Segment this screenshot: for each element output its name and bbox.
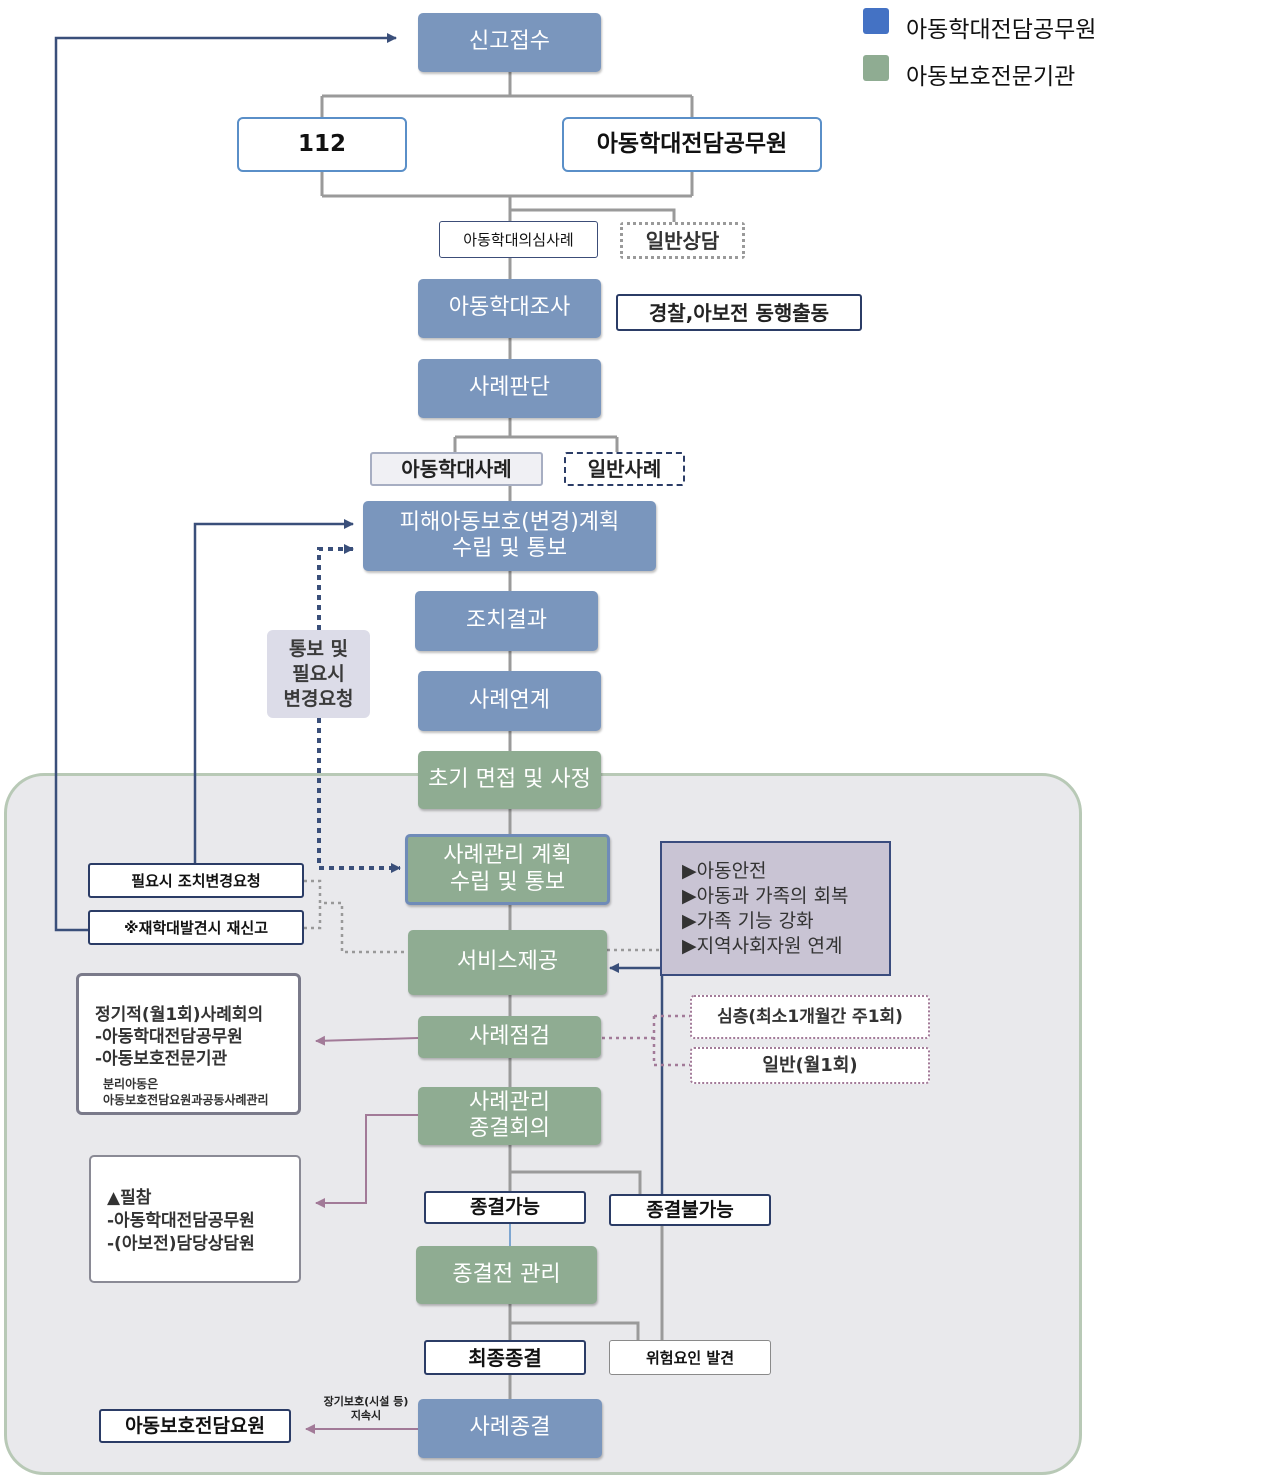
closable-node: 종결가능	[424, 1191, 586, 1224]
legend-label-agency: 아동보호전문기관	[906, 64, 1076, 90]
abuse-case-node: 아동학대사례	[370, 452, 543, 486]
general-counsel-node: 일반상담	[620, 222, 745, 259]
case-check-node: 사례점검	[418, 1016, 601, 1058]
notify-request-note: 통보 및 필요시 변경요청	[267, 630, 370, 718]
case-close-node: 사례종결	[418, 1399, 602, 1458]
officer-node: 아동학대전담공무원	[562, 117, 822, 172]
meeting-arrows	[305, 1035, 419, 1434]
long-term-note-line2: 지속시	[350, 1409, 382, 1422]
notify-request-arrow	[317, 544, 401, 873]
regular-meeting-panel: 정기적(월1회)사례회의 -아동학대전담공무원 -아동보호전문기관 분리아동은 …	[76, 973, 301, 1115]
node-112: 112	[237, 117, 407, 172]
action-change-request-note: 필요시 조치변경요청	[88, 863, 304, 898]
pre-close-mgmt-node: 종결전 관리	[416, 1246, 597, 1304]
regular-meeting-agency: -아동보호전문기관	[95, 1049, 228, 1069]
check-dotted-links	[602, 1014, 690, 1067]
case-judgment-node: 사례판단	[418, 359, 601, 418]
closing-meeting-line1: 사례관리	[469, 1089, 550, 1115]
regular-meeting-title: 정기적(월1회)사례회의	[95, 1005, 264, 1025]
protection-officer-node: 아동보호전담요원	[99, 1409, 291, 1443]
goal-family-recovery: ▶아동과 가족의 회복	[682, 885, 849, 907]
protection-plan-line2: 수립 및 통보	[451, 536, 568, 561]
general-monthly-node: 일반(월1회)	[690, 1047, 930, 1084]
legend-swatch-agency	[863, 55, 889, 81]
closing-meeting-node: 사례관리 종결회의	[418, 1087, 601, 1145]
investigation-node: 아동학대조사	[418, 279, 601, 338]
notify-request-line2: 필요시	[292, 662, 345, 685]
initial-interview-node: 초기 면접 및 사정	[418, 751, 601, 809]
goal-community-resources: ▶지역사회자원 연계	[682, 935, 843, 957]
goals-panel: ▶아동안전 ▶아동과 가족의 회복 ▶가족 기능 강화 ▶지역사회자원 연계	[660, 841, 891, 976]
legend-label-officer: 아동학대전담공무원	[906, 17, 1097, 43]
case-mgmt-plan-line2: 수립 및 통보	[449, 869, 566, 895]
service-node: 서비스제공	[408, 930, 607, 995]
final-close-node: 최종종결	[424, 1340, 586, 1375]
spine-lines	[320, 72, 694, 1399]
intensive-check-node: 심층(최소1개월간 주1회)	[690, 995, 930, 1039]
notify-request-line3: 변경요청	[283, 687, 354, 710]
notify-request-line1: 통보 및	[288, 637, 349, 660]
case-mgmt-plan-node: 사례관리 계획 수립 및 통보	[405, 834, 610, 905]
case-link-node: 사례연계	[418, 671, 601, 731]
attendance-title: ▲필참	[107, 1188, 152, 1208]
protection-plan-line1: 피해아동보호(변경)계획	[399, 509, 620, 535]
legend-swatch-officer	[863, 8, 889, 34]
not-closable-node: 종결불가능	[609, 1194, 771, 1226]
case-mgmt-plan-line1: 사례관리 계획	[443, 843, 572, 869]
re-report-note: ※재학대발견시 재신고	[88, 910, 304, 945]
goal-child-safety: ▶아동안전	[682, 860, 767, 882]
protection-plan-node: 피해아동보호(변경)계획 수립 및 통보	[363, 501, 656, 571]
attendance-officer: -아동학대전담공무원	[107, 1211, 255, 1231]
suspected-case-node: 아동학대의심사례	[439, 221, 598, 258]
dotted-links	[304, 879, 660, 954]
regular-meeting-officer: -아동학대전담공무원	[95, 1027, 243, 1047]
joint-dispatch-node: 경찰,아보전 동행출동	[616, 294, 862, 331]
separated-child-line1: 분리아동은	[103, 1077, 159, 1091]
general-case-node: 일반사례	[564, 452, 685, 486]
action-result-node: 조치결과	[415, 591, 598, 651]
long-term-note: 장기보호(시설 등) 지속시	[314, 1395, 418, 1423]
attendance-counselor: -(아보전)담당상담원	[107, 1234, 255, 1254]
goal-family-function: ▶가족 기능 강화	[682, 910, 814, 932]
report-receipt-node: 신고접수	[418, 13, 601, 72]
attendance-panel: ▲필참 -아동학대전담공무원 -(아보전)담당상담원	[89, 1155, 301, 1283]
long-term-note-line1: 장기보호(시설 등)	[323, 1395, 409, 1408]
closing-meeting-line2: 종결회의	[469, 1116, 550, 1141]
separated-child-line2: 아동보호전담요원과공동사례관리	[103, 1093, 269, 1107]
risk-found-node: 위험요인 발견	[609, 1340, 771, 1375]
